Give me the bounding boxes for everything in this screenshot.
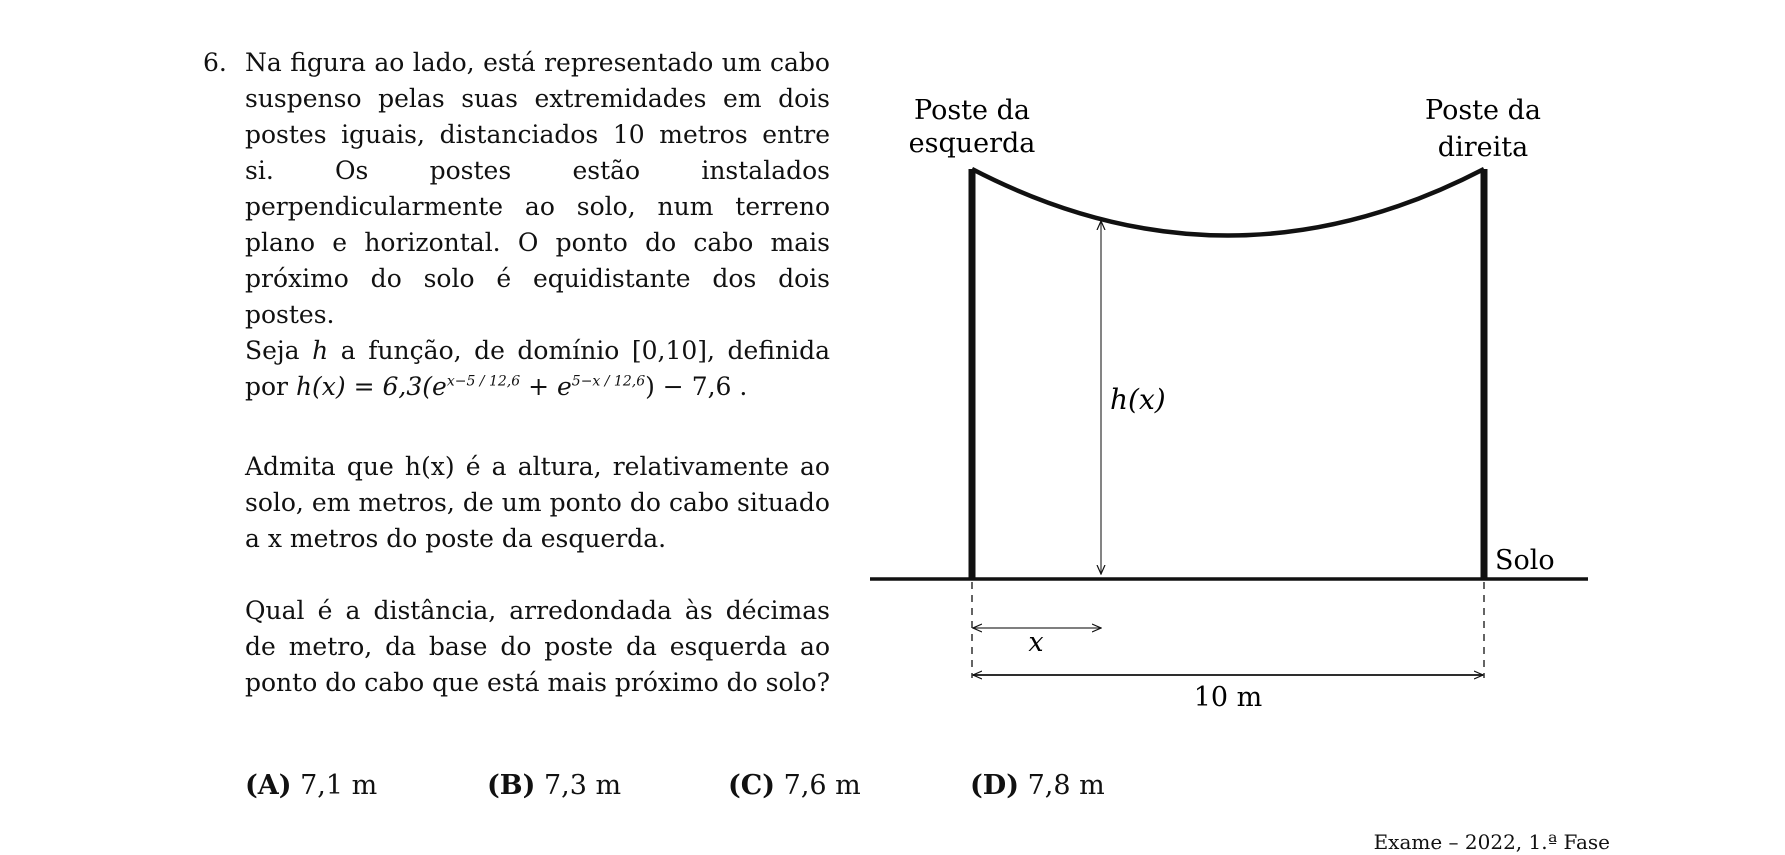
- p2-text-b: a função, de domínio [0,10], definida po…: [245, 336, 830, 401]
- distance-label: 10 m: [1194, 682, 1263, 713]
- p2-text-a: Seja: [245, 336, 313, 365]
- option-a-letter: (A): [245, 770, 292, 801]
- x-label: x: [1028, 627, 1043, 658]
- option-d-letter: (D): [970, 770, 1019, 801]
- height-label: h(x): [1110, 383, 1166, 416]
- exponent-1: x−5 / 12,6: [446, 373, 521, 390]
- left-pole-label-line-2: esquerda: [909, 128, 1036, 159]
- option-d-value: 7,8 m: [1027, 770, 1105, 801]
- exam-footer: Exame – 2022, 1.ª Fase: [1373, 830, 1610, 854]
- right-pole-label-line-2: direita: [1438, 132, 1528, 163]
- question-paragraph-3: Admita que h(x) é a altura, relativament…: [245, 452, 830, 553]
- option-c-value: 7,6 m: [783, 770, 861, 801]
- left-pole-label-line-1: Poste da: [914, 95, 1030, 126]
- right-pole-label-line-1: Poste da: [1425, 95, 1541, 126]
- option-c[interactable]: (C) 7,6 m: [728, 770, 861, 801]
- option-a[interactable]: (A) 7,1 m: [245, 770, 377, 801]
- question-paragraph-1: Na figura ao lado, está representado um …: [245, 48, 830, 329]
- ground-label: Solo: [1495, 545, 1555, 576]
- exponent-2: 5−x / 12,6: [571, 373, 646, 390]
- option-b-value: 7,3 m: [543, 770, 622, 801]
- option-b-letter: (B): [487, 770, 536, 801]
- option-a-value: 7,1 m: [300, 770, 378, 801]
- question-number: 6.: [203, 48, 227, 77]
- option-c-letter: (C): [728, 770, 776, 801]
- function-formula: h(x) = 6,3(e: [295, 372, 447, 401]
- question-paragraph-4: Qual é a distância, arredondada às décim…: [245, 596, 830, 697]
- option-b[interactable]: (B) 7,3 m: [487, 770, 621, 801]
- cable: [970, 167, 1486, 238]
- formula-plus: + e: [520, 372, 572, 401]
- option-d[interactable]: (D) 7,8 m: [970, 770, 1105, 801]
- formula-end: ) − 7,6 .: [645, 372, 748, 401]
- question-paragraph-2: Seja h a função, de domínio [0,10], defi…: [245, 333, 830, 405]
- p2-h: h: [312, 336, 329, 365]
